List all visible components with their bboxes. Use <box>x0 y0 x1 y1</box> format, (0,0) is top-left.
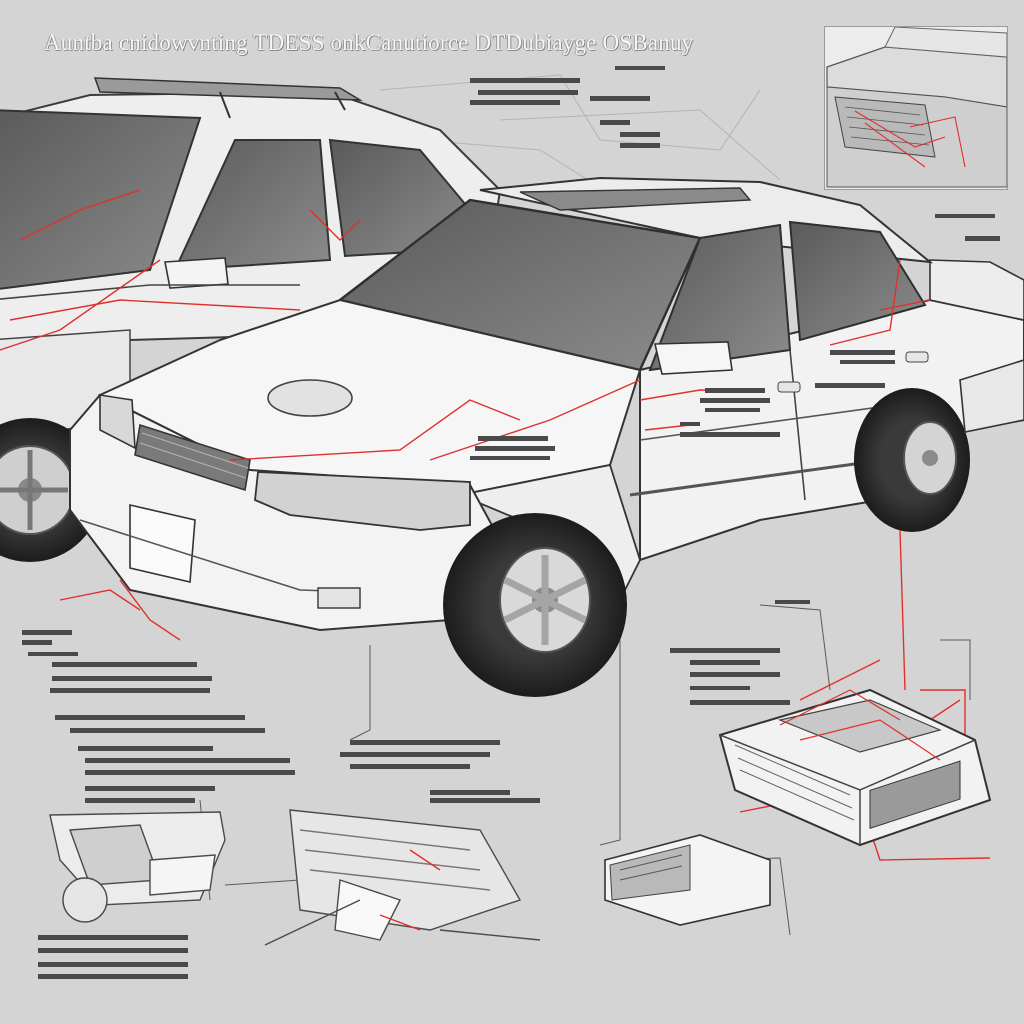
ecu-box-drawing <box>718 688 992 847</box>
main-sedan-illustration <box>69 176 1024 697</box>
annotation-text-blocks <box>22 66 1000 979</box>
engine-module-inset <box>825 27 1007 189</box>
engine-inset-panel <box>824 26 1008 190</box>
connector-box-sketch <box>604 834 771 926</box>
rear-sedan-illustration <box>0 77 502 562</box>
undercarriage-sketch <box>49 809 541 946</box>
red-leader-lines <box>0 189 991 861</box>
diagram-title: Auntba cnidowvnting TDESS onkCanutiorce … <box>44 30 694 55</box>
